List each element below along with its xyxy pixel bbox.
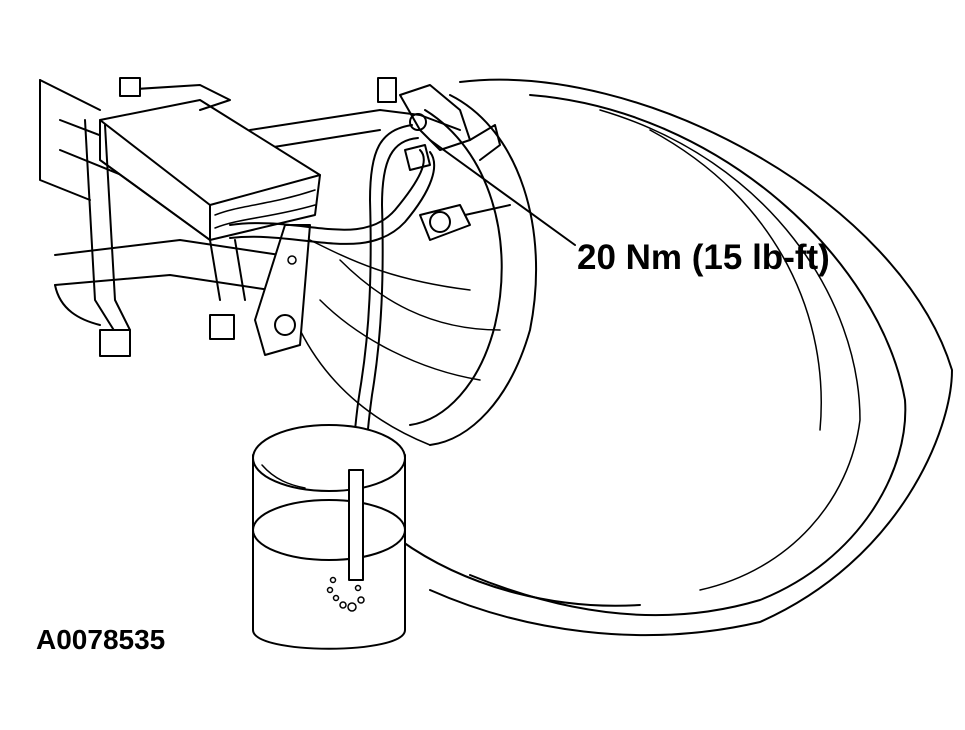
- tire: [399, 78, 953, 637]
- torque-spec-callout: 20 Nm (15 lb-ft): [577, 238, 830, 277]
- figure-id-label: A0078535: [36, 624, 166, 655]
- callout-leader-line: [429, 139, 576, 246]
- brake-drum: [299, 94, 537, 446]
- spring-pad: [99, 77, 321, 241]
- u-bolts: [84, 119, 246, 357]
- line-bracket: [254, 224, 311, 356]
- bleeder-screw: [377, 77, 511, 241]
- fluid-container: [252, 424, 406, 650]
